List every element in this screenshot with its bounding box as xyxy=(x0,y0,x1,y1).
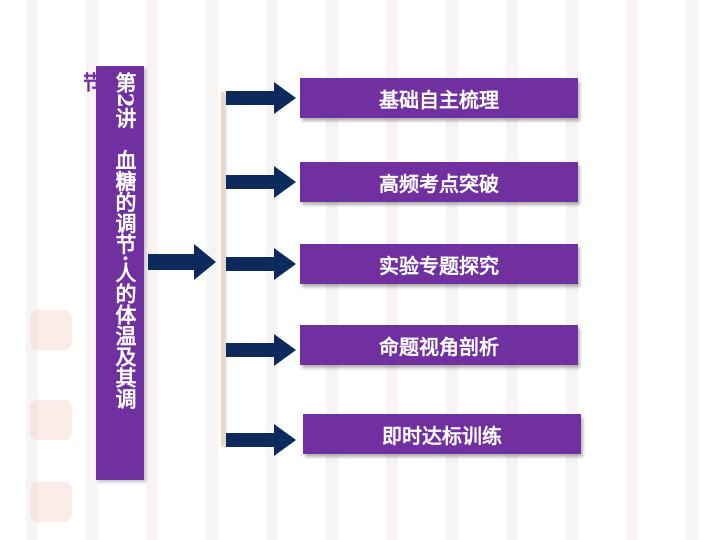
branch-arrow-icon xyxy=(226,82,296,114)
menu-button-experiments[interactable]: 实验专题探究 xyxy=(300,244,578,284)
menu-button-analysis[interactable]: 命题视角剖析 xyxy=(300,325,578,365)
title-banner xyxy=(96,66,144,480)
menu-button-key-points[interactable]: 高频考点突破 xyxy=(300,162,578,202)
branch-arrow-icon xyxy=(226,424,296,456)
connector-line xyxy=(221,92,225,446)
branch-arrow-icon xyxy=(226,334,296,366)
menu-button-label: 即时达标训练 xyxy=(382,423,502,448)
menu-button-basics[interactable]: 基础自主梳理 xyxy=(300,78,578,118)
menu-button-label: 高频考点突破 xyxy=(379,171,499,196)
watermark-seal xyxy=(555,0,720,150)
small-seal xyxy=(30,400,72,440)
menu-button-label: 命题视角剖析 xyxy=(379,334,499,359)
lesson-title: 第2讲 血糖的调节·人的体温及其调 xyxy=(113,72,136,409)
branch-arrow-icon xyxy=(226,166,296,198)
menu-button-practice[interactable]: 即时达标训练 xyxy=(303,414,581,454)
menu-button-label: 实验专题探究 xyxy=(379,253,499,278)
main-arrow-icon xyxy=(148,244,216,280)
branch-arrow-icon xyxy=(226,248,296,280)
small-seal xyxy=(30,482,72,522)
small-seal xyxy=(30,310,72,350)
menu-button-label: 基础自主梳理 xyxy=(379,87,499,112)
